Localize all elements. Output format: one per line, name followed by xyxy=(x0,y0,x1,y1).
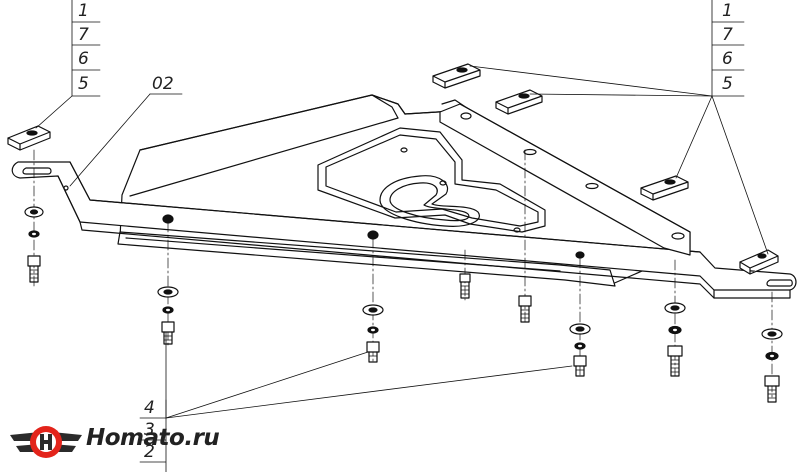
callout-left-1: 1 xyxy=(78,1,89,21)
callout-plate: 02 xyxy=(152,74,174,94)
callout-left-5: 5 xyxy=(78,74,89,94)
callout-right-6: 6 xyxy=(722,49,733,69)
nut-plates xyxy=(7,63,779,275)
callout-right-5: 5 xyxy=(722,74,733,94)
callout-bottom-2: 2 xyxy=(144,442,155,462)
callout-right-1: 1 xyxy=(722,1,733,21)
callout-left-7: 7 xyxy=(78,25,89,45)
callout-bottom-3: 3 xyxy=(144,420,155,440)
callout-left-6: 6 xyxy=(78,49,89,69)
right-bracket xyxy=(439,103,691,256)
logo-text: Homato.ru xyxy=(86,425,220,451)
leader-lines xyxy=(35,0,769,472)
callout-bottom-4: 4 xyxy=(144,398,155,418)
fasteners xyxy=(24,206,783,403)
winged-wheel-logo-icon xyxy=(10,426,82,458)
callout-right-7: 7 xyxy=(722,25,733,45)
front-rail xyxy=(11,161,797,299)
